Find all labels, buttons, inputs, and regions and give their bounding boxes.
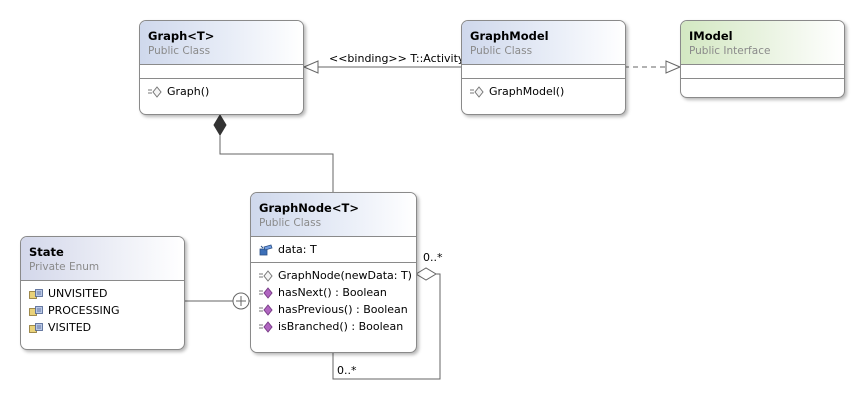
methods-compartment	[681, 79, 844, 93]
method-icon	[259, 303, 273, 316]
enum-member-icon	[29, 305, 43, 316]
multiplicity-label-end: 0..*	[337, 364, 357, 377]
binding-label: <<binding>> T::Activity	[329, 52, 465, 65]
class-kind: Public Class	[148, 45, 211, 57]
enum-member-icon	[29, 288, 43, 299]
enum-member-icon	[29, 322, 43, 333]
realization-connector[interactable]	[624, 60, 682, 74]
imodel-interface-box[interactable]: IModel Public Interface	[680, 20, 845, 98]
class-name: GraphNode<T>	[259, 201, 359, 215]
enum-member-label: VISITED	[48, 321, 92, 334]
graphnode-class-box[interactable]: GraphNode<T> Public Class data: T G	[250, 192, 417, 353]
multiplicity-label-start: 0..*	[423, 251, 443, 264]
method-label: GraphModel()	[489, 85, 565, 98]
interface-kind: Public Interface	[689, 45, 771, 57]
class-kind: Public Class	[259, 217, 322, 229]
enum-kind: Private Enum	[29, 261, 100, 273]
nested-connector[interactable]	[184, 292, 251, 310]
method-row[interactable]: GraphModel()	[470, 83, 617, 100]
composition-connector[interactable]	[213, 114, 334, 193]
graphmodel-class-box[interactable]: GraphModel Public Class GraphModel()	[461, 20, 626, 115]
state-enum-header: State Private Enum	[21, 237, 184, 281]
methods-compartment: GraphModel()	[462, 79, 625, 104]
graph-class-header: Graph<T> Public Class	[140, 21, 303, 65]
fields-compartment: data: T	[251, 237, 416, 263]
binding-connector[interactable]	[302, 60, 462, 74]
interface-name: IModel	[689, 29, 733, 43]
enum-member-row[interactable]: PROCESSING	[29, 302, 176, 319]
methods-compartment: GraphNode(newData: T) hasNext() : Boolea…	[251, 263, 416, 339]
method-row[interactable]: hasNext() : Boolean	[259, 284, 408, 301]
aggregation-diamond-icon	[415, 267, 437, 281]
method-row[interactable]: hasPrevious() : Boolean	[259, 301, 408, 318]
constructor-icon	[470, 85, 484, 98]
field-icon	[259, 244, 273, 255]
method-row[interactable]: isBranched() : Boolean	[259, 318, 408, 335]
self-aggregation-connector[interactable]	[332, 267, 441, 380]
method-row[interactable]: Graph()	[148, 83, 295, 100]
enum-member-label: PROCESSING	[48, 304, 120, 317]
enum-member-row[interactable]: UNVISITED	[29, 285, 176, 302]
class-kind: Public Class	[470, 45, 533, 57]
imodel-interface-header: IModel Public Interface	[681, 21, 844, 65]
method-icon	[259, 286, 273, 299]
enum-member-label: UNVISITED	[48, 287, 108, 300]
method-label: isBranched() : Boolean	[278, 320, 404, 333]
constructor-icon	[148, 85, 162, 98]
method-label: hasNext() : Boolean	[278, 286, 387, 299]
methods-compartment: Graph()	[140, 79, 303, 104]
enum-member-row[interactable]: VISITED	[29, 319, 176, 336]
graphmodel-class-header: GraphModel Public Class	[462, 21, 625, 65]
properties-compartment	[681, 65, 844, 79]
method-label: hasPrevious() : Boolean	[278, 303, 408, 316]
method-row[interactable]: GraphNode(newData: T)	[259, 267, 412, 284]
method-label: GraphNode(newData: T)	[278, 269, 412, 282]
method-label: Graph()	[167, 85, 210, 98]
fields-compartment	[462, 65, 625, 79]
field-row[interactable]: data: T	[259, 241, 408, 258]
enum-name: State	[29, 245, 64, 259]
enum-members-compartment: UNVISITED PROCESSING VISITED	[21, 281, 184, 340]
class-name: Graph<T>	[148, 29, 215, 43]
graph-class-box[interactable]: Graph<T> Public Class Graph()	[139, 20, 304, 115]
fields-compartment	[140, 65, 303, 79]
composition-diamond-icon	[213, 114, 227, 136]
state-enum-box[interactable]: State Private Enum UNVISITED	[20, 236, 185, 350]
field-label: data: T	[278, 243, 317, 256]
constructor-icon	[259, 269, 273, 282]
graphnode-class-header: GraphNode<T> Public Class	[251, 193, 416, 237]
method-icon	[259, 320, 273, 333]
class-name: GraphModel	[470, 29, 549, 43]
